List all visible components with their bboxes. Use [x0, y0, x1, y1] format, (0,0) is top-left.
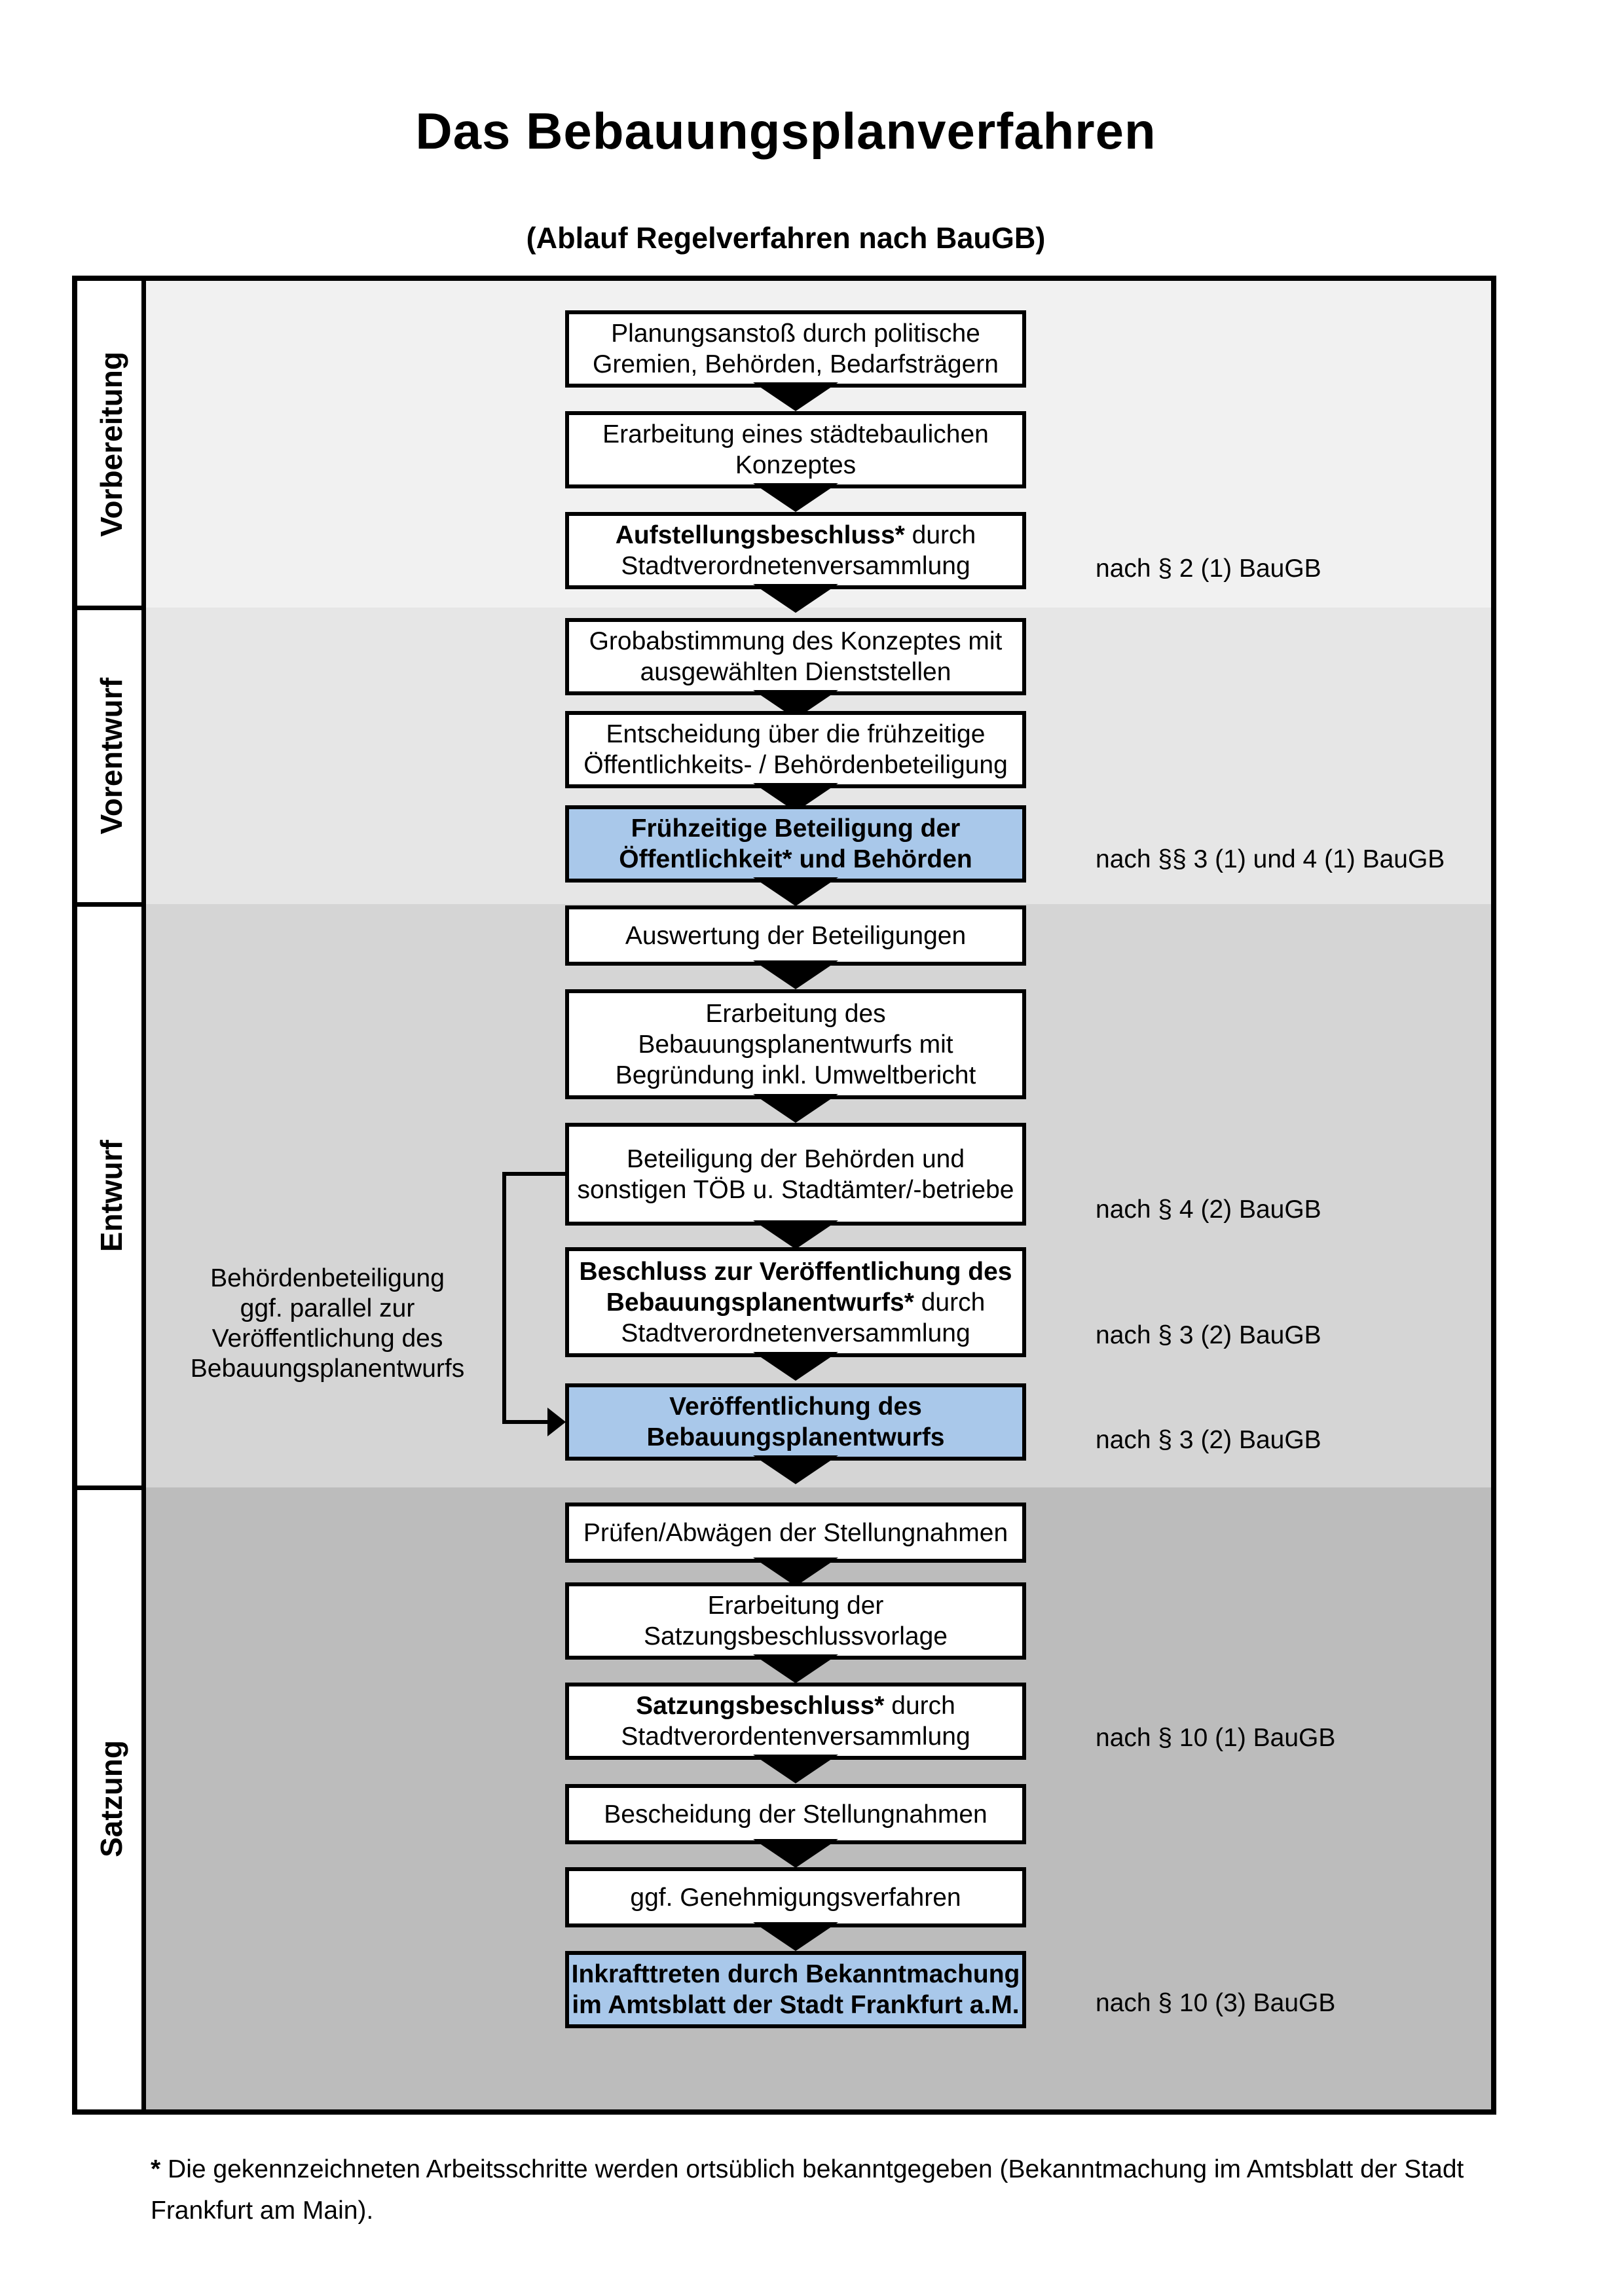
down-arrow — [753, 1839, 838, 1868]
phase-divider — [77, 1485, 145, 1490]
down-arrow — [753, 1352, 838, 1381]
down-arrow — [753, 584, 838, 613]
phase-label-column — [77, 281, 145, 2109]
phase-divider — [77, 902, 145, 907]
down-arrow — [753, 382, 838, 411]
down-arrow — [753, 1755, 838, 1783]
legal-reference: nach § 4 (2) BauGB — [1096, 1195, 1321, 1224]
phase-label-entwurf: Entwurf — [77, 904, 145, 1487]
legal-reference: nach § 10 (1) BauGB — [1096, 1724, 1336, 1752]
phase-label-text: Satzung — [94, 1740, 128, 1857]
footnote-text: Die gekennzeichneten Arbeitsschritte wer… — [151, 2155, 1464, 2225]
parallel-note-line: Veröffentlichung des — [212, 1324, 443, 1353]
down-arrow — [753, 877, 838, 906]
phase-label-text: Vorbereitung — [94, 352, 128, 537]
down-arrow — [753, 1455, 838, 1484]
parallel-note-line: ggf. parallel zur — [240, 1294, 415, 1322]
legal-reference: nach §§ 3 (1) und 4 (1) BauGB — [1096, 845, 1445, 873]
flow-box-genehmigungsverfahren: ggf. Genehmigungsverfahren — [565, 1867, 1026, 1927]
down-arrow — [753, 1922, 838, 1951]
down-arrow — [753, 1094, 838, 1123]
page-subtitle: (Ablauf Regelverfahren nach BauGB) — [526, 221, 1046, 255]
down-arrow — [753, 1654, 838, 1683]
phase-label-satzung: Satzung — [77, 1487, 145, 2109]
phase-label-text: Entwurf — [94, 1139, 128, 1252]
parallel-note-line: Behördenbeteiligung — [210, 1264, 445, 1292]
label-column-divider — [141, 281, 146, 2109]
legal-reference: nach § 3 (2) BauGB — [1096, 1426, 1321, 1454]
flow-box-auswertung-beteiligungen: Auswertung der Beteiligungen — [565, 905, 1026, 966]
phase-label-vorentwurf: Vorentwurf — [77, 608, 145, 904]
flow-box-pruefen-abwaegen: Prüfen/Abwägen der Stellungnahmen — [565, 1503, 1026, 1563]
legal-reference: nach § 10 (3) BauGB — [1096, 1989, 1336, 2017]
phase-label-vorbereitung: Vorbereitung — [77, 281, 145, 608]
flow-box-bescheidung: Bescheidung der Stellungnahmen — [565, 1784, 1026, 1844]
parallel-note-line: Bebauungsplanentwurfs — [190, 1355, 465, 1383]
legal-reference: nach § 2 (1) BauGB — [1096, 555, 1321, 583]
phase-divider — [77, 606, 145, 610]
down-arrow — [753, 483, 838, 512]
down-arrow — [753, 960, 838, 989]
footnote-marker: * — [151, 2155, 161, 2183]
down-arrow — [753, 1558, 838, 1586]
page-title: Das Bebauungsplanverfahren — [415, 102, 1156, 160]
footnote: * Die gekennzeichneten Arbeitsschritte w… — [151, 2149, 1486, 2231]
down-arrow — [753, 1220, 838, 1249]
legal-reference: nach § 3 (2) BauGB — [1096, 1321, 1321, 1349]
phase-label-text: Vorentwurf — [94, 677, 128, 835]
